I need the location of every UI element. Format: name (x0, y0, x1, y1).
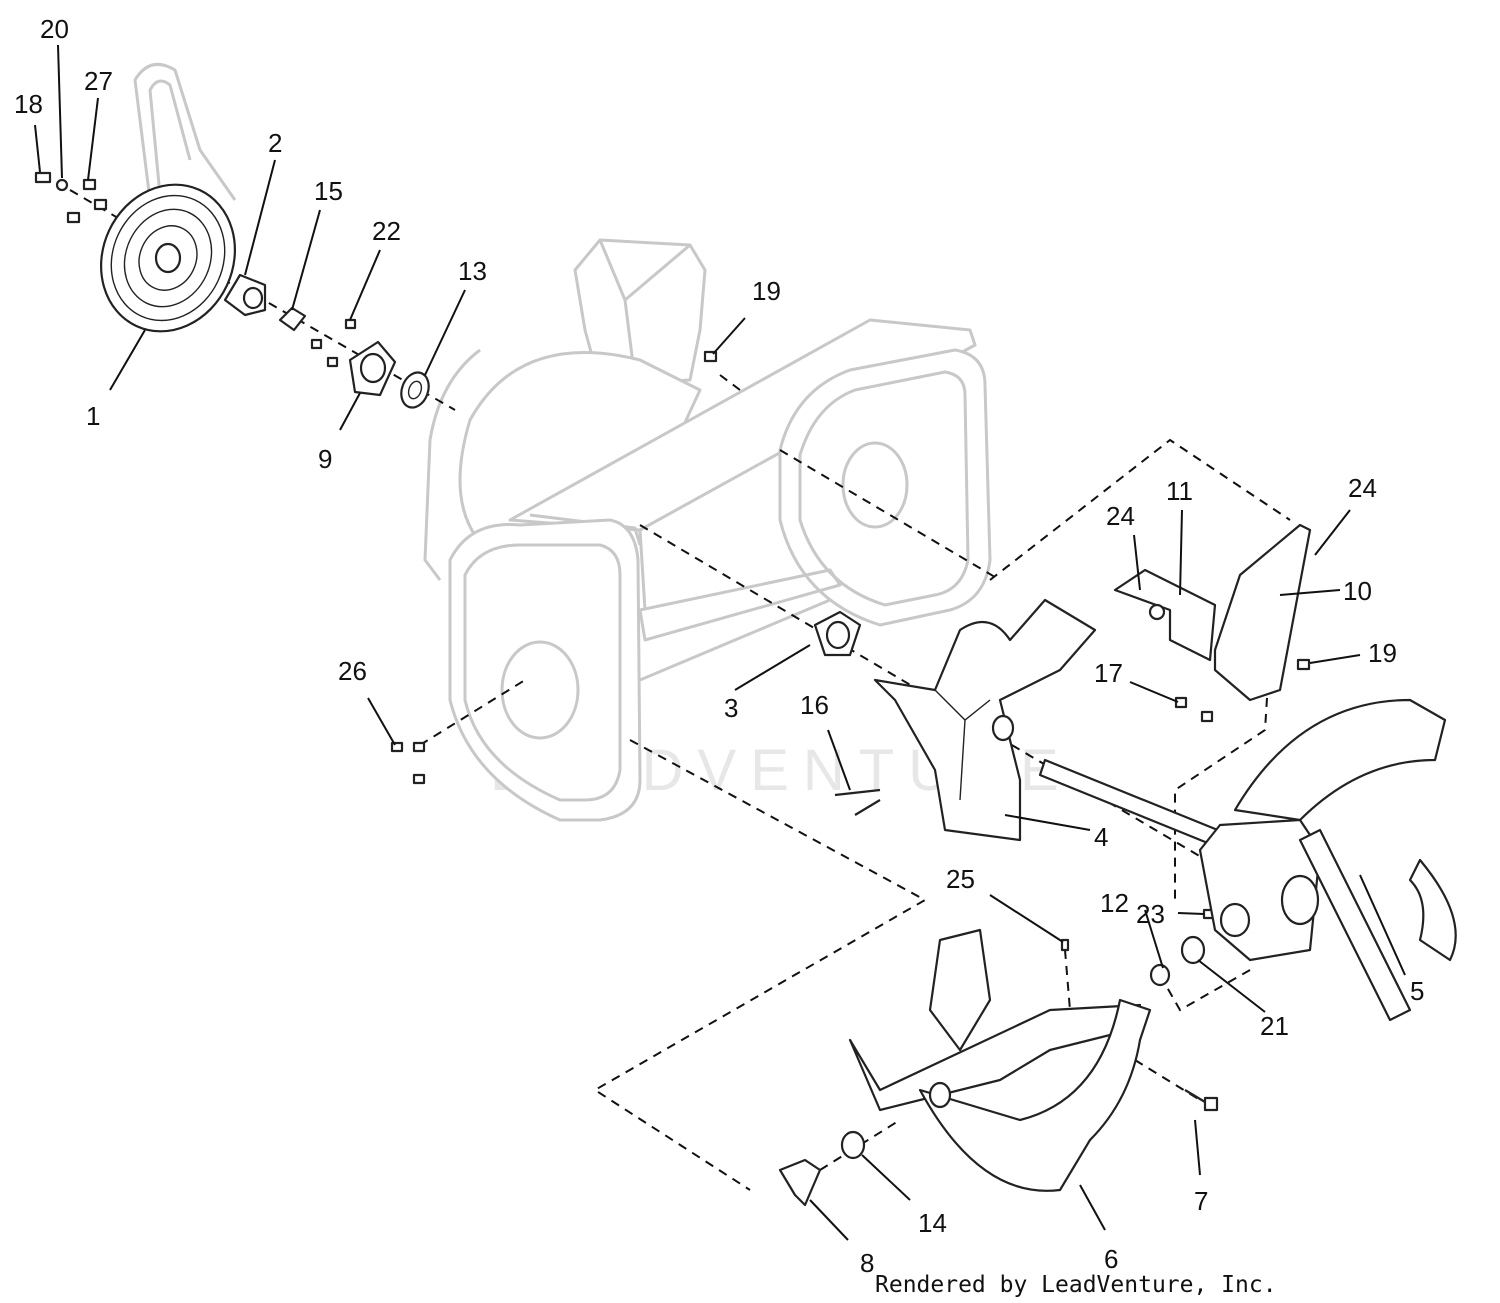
callout-3: 3 (724, 693, 738, 723)
callout-13: 13 (458, 256, 487, 286)
callout-21: 21 (1260, 1011, 1289, 1041)
impeller-4 (873, 598, 1097, 842)
callout-4: 4 (1094, 822, 1108, 852)
callout-9: 9 (318, 444, 332, 474)
auger-housing (423, 238, 992, 822)
left-auger-6 (848, 928, 1152, 1192)
callout-10: 10 (1343, 576, 1372, 606)
callout-14: 14 (918, 1208, 947, 1238)
callout-24-left: 24 (1106, 501, 1135, 531)
bracket-8 (778, 1158, 822, 1207)
bushing-15 (278, 306, 307, 332)
assembly-dashed-lines (69, 189, 1291, 1191)
leader-lines (34, 44, 1406, 1241)
pulley-and-belt (100, 62, 237, 333)
callout-12: 12 (1100, 888, 1129, 918)
callout-11: 11 (1166, 476, 1193, 506)
callout-26: 26 (338, 656, 367, 686)
credit-line: Rendered by LeadVenture, Inc. (875, 1272, 1277, 1298)
callout-27: 27 (84, 66, 113, 96)
bolt-7 (1184, 1089, 1219, 1112)
callout-19-right: 19 (1368, 638, 1397, 668)
bearing-flange-left (223, 273, 267, 317)
callout-7: 7 (1194, 1186, 1208, 1216)
callout-20: 20 (40, 14, 69, 44)
brackets-10-11 (1113, 523, 1312, 702)
bearing-flange-3 (813, 610, 862, 657)
callout-6: 6 (1104, 1244, 1118, 1274)
callout-8: 8 (860, 1248, 874, 1278)
callout-23: 23 (1136, 899, 1165, 929)
washers-12-21 (1149, 935, 1206, 987)
callout-1: 1 (86, 401, 100, 431)
callout-5: 5 (1410, 976, 1424, 1006)
callout-24-right: 24 (1348, 473, 1377, 503)
callout-15: 15 (314, 176, 343, 206)
callout-19-top: 19 (752, 276, 781, 306)
callout-17: 17 (1094, 658, 1123, 688)
gearbox-and-right-auger-5 (1198, 698, 1457, 1022)
pins-16 (834, 788, 881, 816)
callout-16: 16 (800, 690, 829, 720)
bushing-14 (840, 1130, 866, 1160)
callout-labels: 1 2 3 4 5 6 7 8 9 10 11 12 13 14 15 16 1… (14, 14, 1424, 1278)
callout-18: 18 (14, 89, 43, 119)
auger-shaft (1038, 758, 1232, 852)
bearing-housing-9 (348, 340, 397, 397)
callout-22: 22 (372, 216, 401, 246)
callout-2: 2 (268, 128, 282, 158)
callout-25: 25 (946, 864, 975, 894)
ball-bearing-13 (400, 371, 430, 409)
